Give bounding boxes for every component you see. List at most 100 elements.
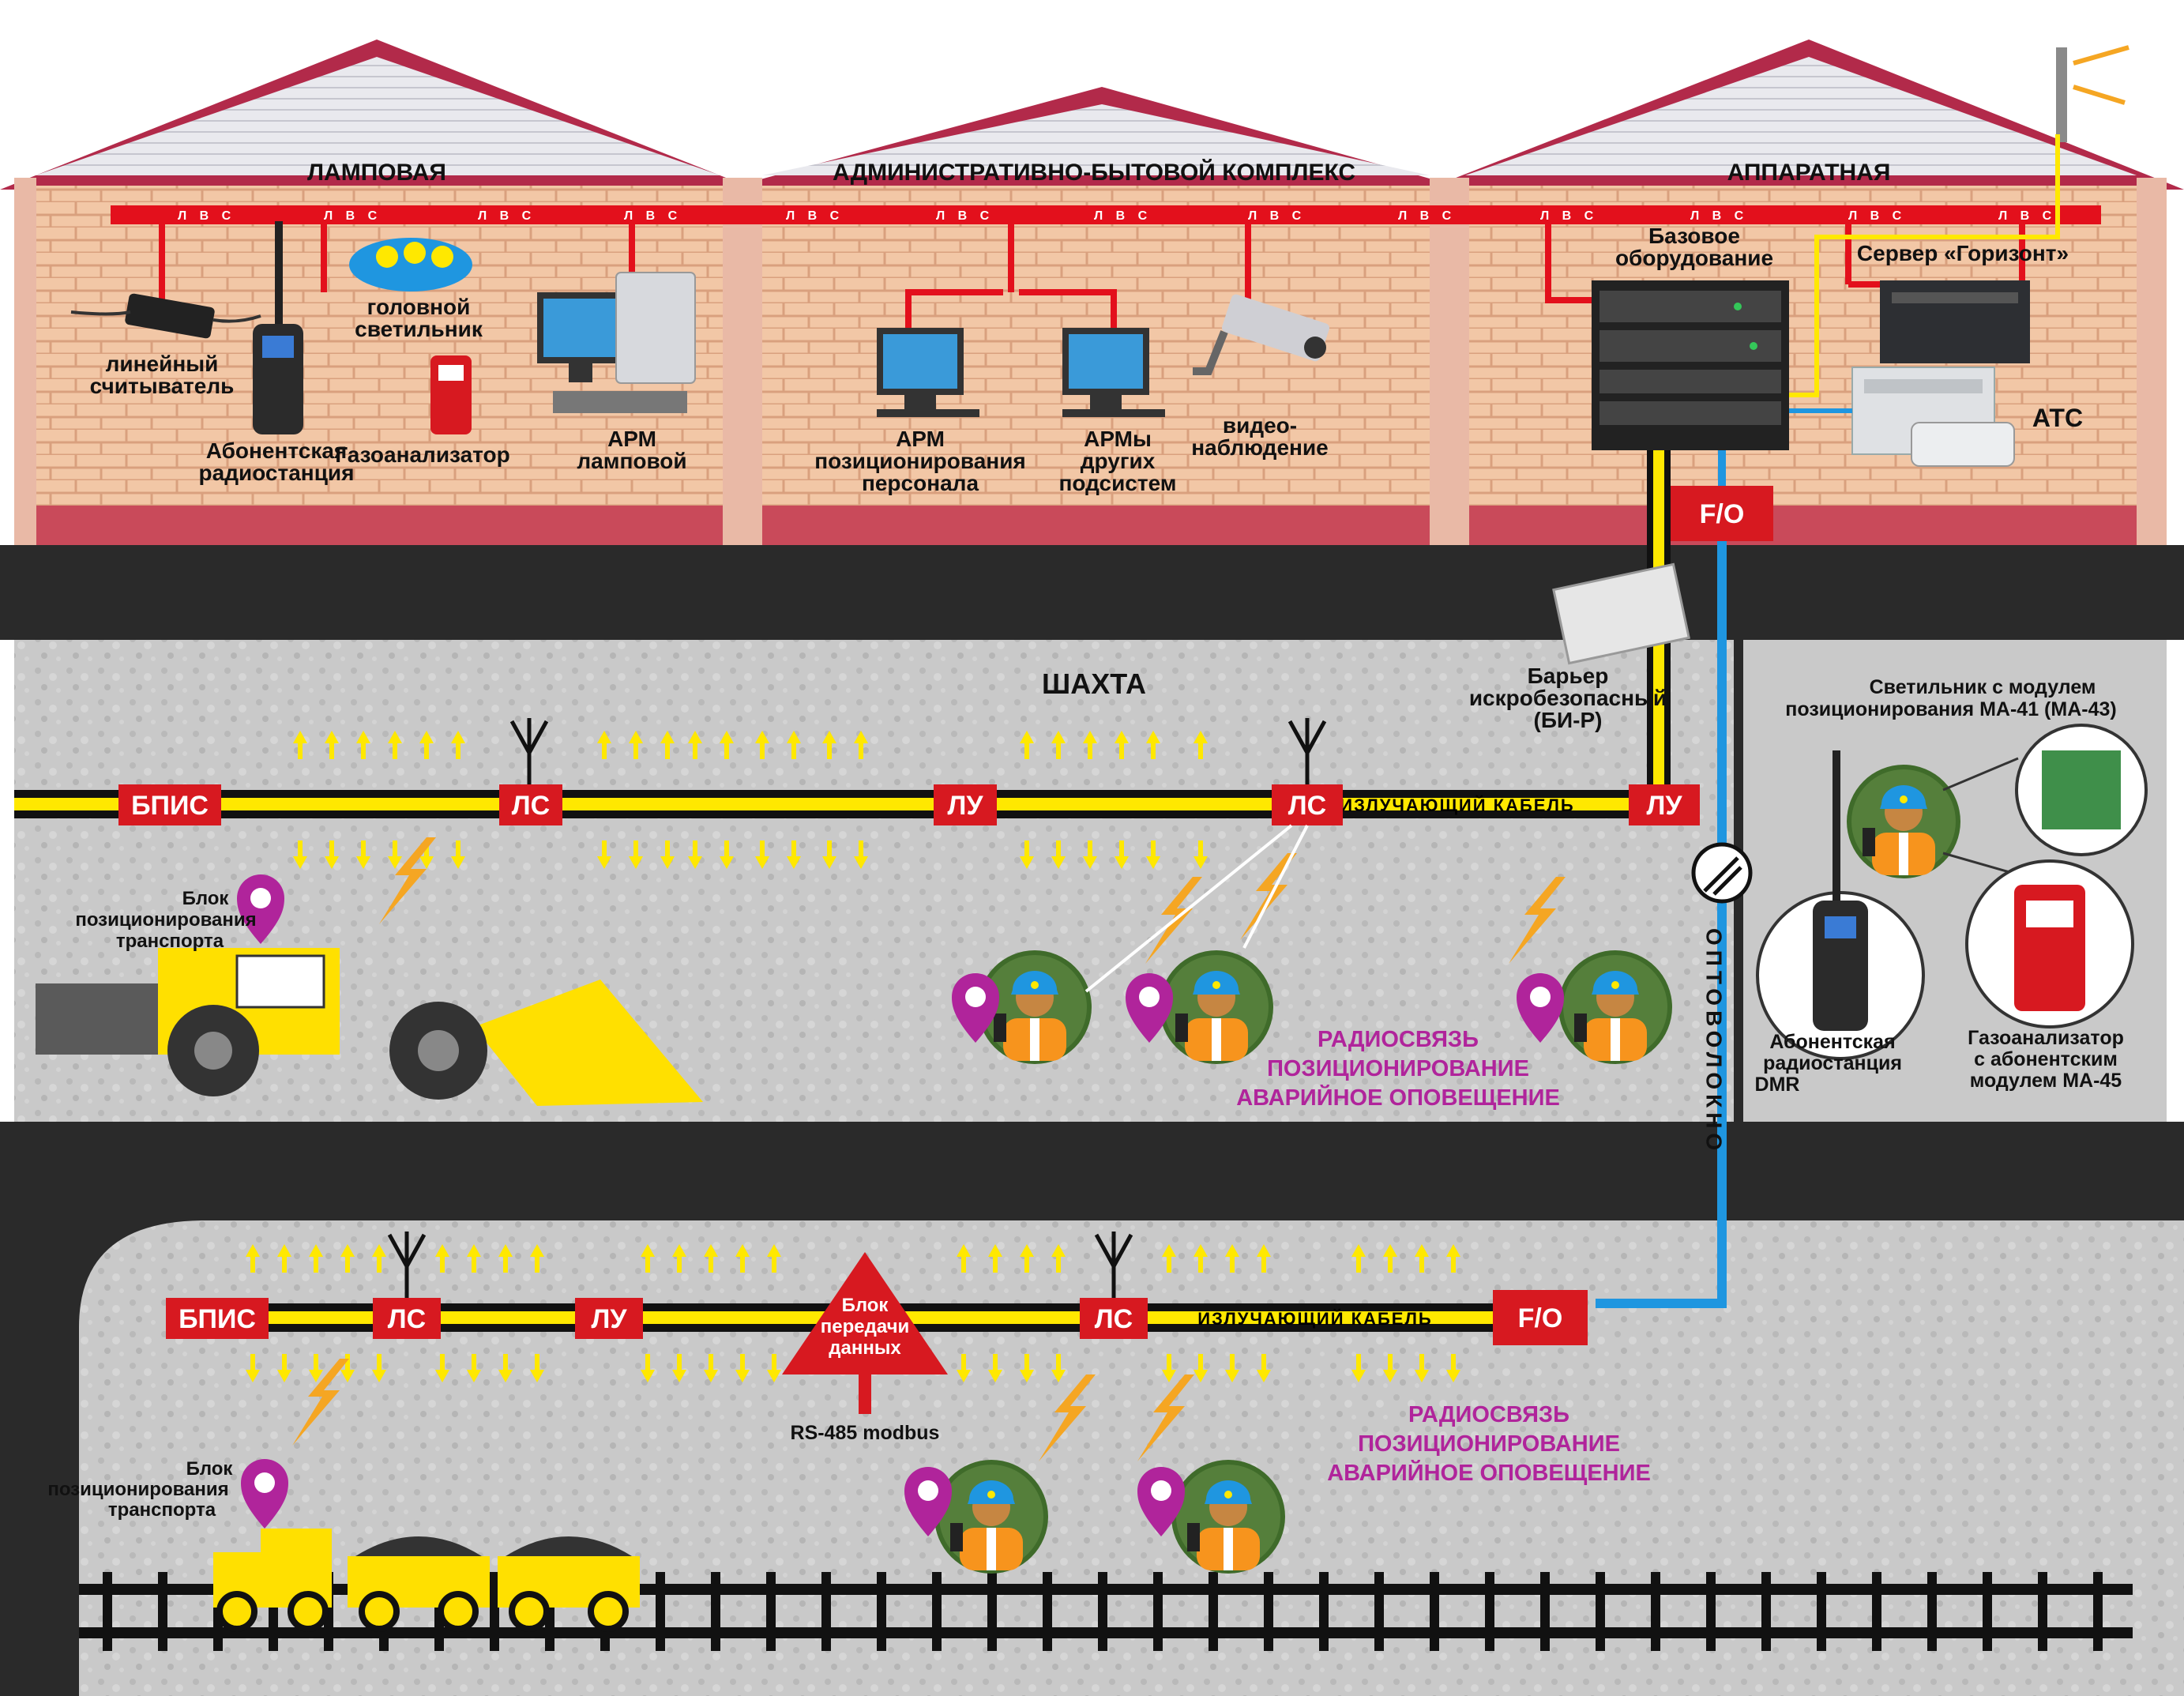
lamp-module-label-1: Светильник с модулем [1870, 676, 2096, 698]
t1-lu-box-2: ЛУ [1629, 784, 1700, 825]
radiating-cable-label-2: ИЗЛУЧАЮЩИЙ КАБЕЛЬ [1197, 1309, 1432, 1329]
t1-ls-label-2: ЛС [1288, 791, 1326, 821]
t1-lu-label-1: ЛУ [947, 791, 983, 821]
rail-sleeper [932, 1572, 942, 1651]
server-icon [1880, 280, 2030, 363]
lan-label: Л В С [1540, 209, 1598, 223]
arm-lamp-label-1: АРМ [607, 427, 656, 451]
rock-layer-2 [0, 1122, 2184, 1217]
barrier-label-1: Барьер [1528, 664, 1609, 688]
t2-caption-2: ПОЗИЦИОНИРОВАНИЕ [1358, 1431, 1620, 1457]
rail-sleeper [2093, 1572, 2103, 1651]
fo-top-label: F/O [1700, 499, 1745, 529]
t2-caption-1: РАДИОСВЯЗЬ [1408, 1402, 1569, 1427]
fo-box-top: F/O [1671, 486, 1773, 541]
rail-sleeper [1319, 1572, 1329, 1651]
arm-pos-label-1: АРМ [896, 427, 945, 451]
radio-label-2: радиостанция [199, 461, 355, 485]
video-label-2: наблюдение [1191, 435, 1328, 460]
barrier-label-3: (БИ-Р) [1534, 708, 1603, 732]
rail-sleeper [1153, 1572, 1163, 1651]
base-label-1: Базовое [1648, 224, 1740, 248]
rail-sleeper [490, 1572, 499, 1651]
t2-ls-label-1: ЛС [388, 1304, 426, 1334]
t1-caption-3: АВАРИЙНОЕ ОПОВЕЩЕНИЕ [1236, 1084, 1560, 1111]
headlamp-icon [349, 238, 472, 291]
data-block-label-1: Блок [842, 1295, 889, 1316]
arm-pos-label-3: персонала [862, 471, 979, 495]
rail-sleeper [1540, 1572, 1550, 1651]
rail-sleeper [656, 1572, 665, 1651]
rail-sleeper [1983, 1572, 1992, 1651]
radio-icon [253, 221, 303, 434]
t2-fo-label: F/O [1518, 1303, 1563, 1333]
rack-icon [1592, 280, 1789, 450]
t2-bpis-box: БПИС [166, 1298, 269, 1339]
monitor-icon-2 [1062, 328, 1165, 417]
t2-caption-3: АВАРИЙНОЕ ОПОВЕЩЕНИЕ [1327, 1459, 1651, 1486]
rail-sleeper [1761, 1572, 1771, 1651]
radiating-cable-label-1: ИЗЛУЧАЮЩИЙ КАБЕЛЬ [1340, 795, 1574, 815]
t2-fo-box: F/O [1493, 1290, 1588, 1345]
admin-complex-title: АДМИНИСТРАТИВНО-БЫТОВОЙ КОМПЛЕКС [833, 159, 1355, 186]
dmr-label-2: радиостанция [1763, 1052, 1902, 1074]
pbx-icon [1851, 367, 2015, 467]
lan-label: Л В С [178, 209, 235, 223]
lan-label: Л В С [786, 209, 844, 223]
rail-sleeper [1264, 1572, 1273, 1651]
t2-ls-box-1: ЛС [373, 1232, 441, 1339]
rs485-label: RS-485 modbus [791, 1422, 940, 1444]
train-wheel [359, 1591, 400, 1632]
rail-sleeper [1374, 1572, 1384, 1651]
t1-vehicle-block-1: Блок [182, 888, 230, 909]
lan-label: Л В С [624, 209, 682, 223]
fiber-coupler-icon [1691, 842, 1753, 904]
train-wheel [438, 1591, 479, 1632]
camera-icon [1193, 294, 1329, 375]
rail-sleeper [1596, 1572, 1605, 1651]
rail-sleeper [1043, 1572, 1052, 1651]
t2-ls-box-2: ЛС [1080, 1232, 1148, 1339]
equipment-room-title: АППАРАТНАЯ [1727, 160, 1891, 186]
t1-ls-box-2: ЛС [1272, 718, 1343, 825]
arm-other-label-2: других [1081, 449, 1156, 473]
rail-sleeper [1706, 1572, 1716, 1651]
rail-sleeper [2038, 1572, 2047, 1651]
t2-vehicle-block-2: позиционирования [47, 1479, 228, 1500]
rail-sleeper [1817, 1572, 1826, 1651]
t1-vehicle-block-2: позиционирования [75, 909, 256, 931]
rail-sleeper [987, 1572, 997, 1651]
lan-label: Л В С [1248, 209, 1306, 223]
equipment-devices: Базовое оборудование Сервер «Горизонт» А… [1592, 224, 2083, 467]
rail-sleeper [1651, 1572, 1660, 1651]
barrier-device: Барьер искробезопасный (БИ-Р) [1469, 562, 1691, 732]
t2-lu-box-1: ЛУ [575, 1298, 643, 1339]
rail-sleeper [711, 1572, 720, 1651]
lan-label: Л В С [1690, 209, 1748, 223]
t2-vehicle-block-1: Блок [186, 1458, 234, 1480]
arm-other-label-1: АРМы [1084, 427, 1152, 451]
admin-devices: АРМ позиционирования персонала АРМы друг… [814, 294, 1329, 495]
rail-sleeper [766, 1572, 776, 1651]
data-block-label-2: передачи [821, 1316, 910, 1337]
lan-label: Л В С [324, 209, 382, 223]
right-panel: Светильник с модулем позиционирования МА… [1755, 676, 2148, 1096]
headlamp-label-1: головной [367, 295, 471, 319]
t1-lu-box-1: ЛУ [934, 784, 997, 825]
lamp-room-title: ЛАМПОВАЯ [307, 160, 446, 186]
lan-label: Л В С [1848, 209, 1906, 223]
rail-sleeper [1872, 1572, 1881, 1651]
rail-sleeper [877, 1572, 886, 1651]
train-wheel [588, 1591, 629, 1632]
tunnel-1-cable: ИЗЛУЧАЮЩИЙ КАБЕЛЬ [14, 790, 1673, 818]
t1-caption-1: РАДИОСВЯЗЬ [1318, 1027, 1479, 1052]
t2-vehicle-block-3: транспорта [108, 1499, 216, 1521]
rail-sleeper [1098, 1572, 1107, 1651]
t1-ls-box-1: ЛС [499, 718, 562, 825]
line-reader-icon [125, 293, 215, 339]
rail-sleeper [103, 1572, 112, 1651]
lamp-room-devices: линейный считыватель Абонентская радиост… [70, 221, 696, 485]
train-wheel [509, 1591, 550, 1632]
dmr-label-1: Абонентская [1769, 1031, 1895, 1053]
